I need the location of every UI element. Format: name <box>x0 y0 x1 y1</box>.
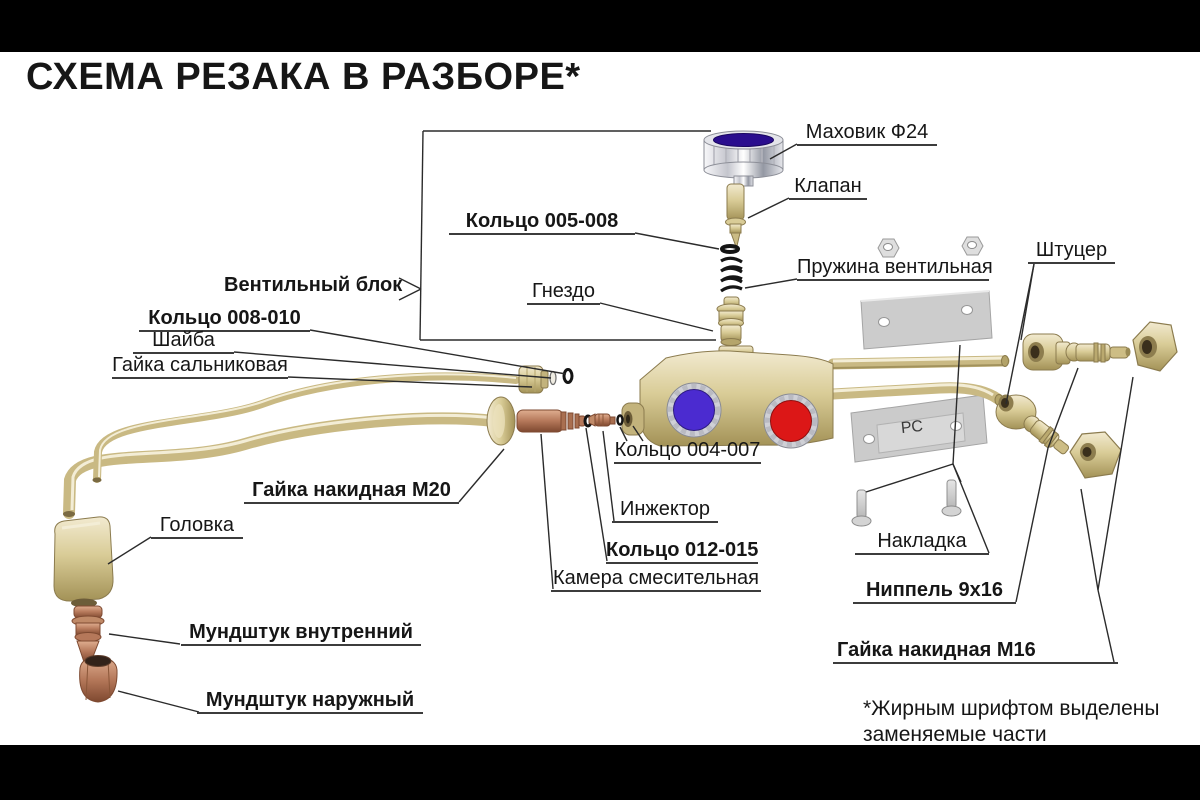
valve-stem-part <box>725 183 746 250</box>
gas-tubes-right-part <box>827 355 1010 406</box>
label-seat: Гнездо <box>527 280 600 305</box>
mixing-chamber-part <box>516 409 586 433</box>
label-cap-nut-m16: Гайка накидная М16 <box>833 639 1118 664</box>
label-gland-nut: Гайка сальниковая <box>112 354 288 379</box>
oring-005-008-part <box>720 244 740 254</box>
oxygen-knob-part <box>666 382 722 438</box>
cap-nut-m16-upper-part <box>1132 321 1178 372</box>
inner-mouthpiece-part <box>71 605 105 663</box>
packing-nut-left-part <box>877 238 900 258</box>
label-injector: Инжектор <box>612 498 718 523</box>
nipple-upper-part <box>1065 342 1131 363</box>
label-ring-004-007: Кольцо 004-007 <box>614 439 761 464</box>
label-mixing-chamber: Камера смесительная <box>551 567 761 592</box>
rivet-right-part <box>941 479 962 517</box>
head-part <box>53 516 114 608</box>
oring-008-010-part <box>562 368 574 384</box>
valve-seat-part <box>716 296 746 346</box>
label-head: Головка <box>151 514 243 539</box>
footnote: *Жирным шрифтом выделены заменяемые част… <box>863 697 1160 746</box>
left-tubes-part <box>63 372 520 519</box>
label-inner-mouthpiece: Мундштук внутренний <box>181 621 421 646</box>
label-valve-spring: Пружина вентильная <box>797 256 993 281</box>
handwheel-part <box>703 130 784 187</box>
label-cap-nut-m20: Гайка накидная М20 <box>244 479 459 504</box>
oring-004-007-part <box>616 414 624 426</box>
label-valve-block: Вентильный блок <box>224 274 403 296</box>
valve-spring-part <box>720 256 743 293</box>
rivet-left-part <box>851 489 872 527</box>
hose-fitting-upper-part <box>1022 333 1071 371</box>
label-ring-005-008: Кольцо 005-008 <box>449 210 635 235</box>
label-nipple-9x16: Ниппель 9х16 <box>853 579 1016 604</box>
label-ring-012-015: Кольцо 012-015 <box>606 539 758 564</box>
packing-nut-right-part <box>961 236 984 256</box>
label-handwheel: Маховик Ф24 <box>797 121 937 146</box>
label-ring-008-010: Кольцо 008-010 <box>139 307 310 332</box>
label-overlay-plate: Накладка <box>855 530 989 555</box>
leader-lines <box>107 143 1134 713</box>
label-hose-fitting: Штуцер <box>1028 239 1115 264</box>
label-valve: Клапан <box>789 175 867 200</box>
valve-block-bracket <box>398 130 716 341</box>
fuel-knob-part <box>763 393 819 449</box>
label-washer: Шайба <box>133 329 234 354</box>
cap-nut-m16-lower-part <box>1069 431 1122 479</box>
overlay-plate-top-part <box>860 290 993 350</box>
outer-mouthpiece-part <box>79 655 118 703</box>
cap-nut-m20-part <box>486 396 516 446</box>
page-title: СХЕМА РЕЗАКА В РАЗБОРЕ* <box>26 56 581 98</box>
injector-part <box>588 413 616 427</box>
label-outer-mouthpiece: Мундштук наружный <box>197 689 423 714</box>
nipple-lower-part <box>1023 415 1070 455</box>
